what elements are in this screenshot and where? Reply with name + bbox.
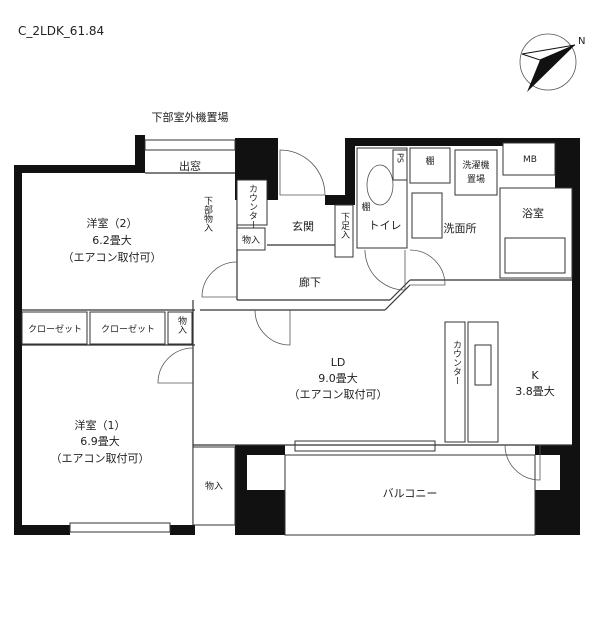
label-room2-name: 洋室（2） bbox=[87, 216, 138, 230]
label-kitchen-size: 3.8畳大 bbox=[515, 384, 555, 398]
label-bath: 浴室 bbox=[522, 206, 544, 220]
windows bbox=[69, 139, 536, 536]
label-ld-note: （エアコン取付可） bbox=[289, 388, 388, 401]
label-counter-entry: カウンター bbox=[247, 184, 258, 229]
label-washer-2: 置場 bbox=[467, 173, 485, 185]
label-hallway: 廊下 bbox=[299, 275, 321, 289]
label-closet-2: クローゼット bbox=[101, 323, 155, 335]
label-mb: MB bbox=[523, 155, 537, 165]
label-storage-bottom: 物入 bbox=[205, 480, 223, 492]
label-shelf-toilet: 棚 bbox=[361, 201, 370, 213]
label-room1-name: 洋室（1） bbox=[75, 418, 126, 432]
label-closet-1: クローゼット bbox=[28, 323, 82, 335]
label-room1-size: 6.9畳大 bbox=[80, 434, 120, 448]
label-counter-kitchen: カウンター bbox=[451, 340, 462, 385]
plan-title: C_2LDK_61.84 bbox=[18, 24, 104, 38]
label-room1-note: （エアコン取付可） bbox=[51, 452, 150, 465]
label-balcony: バルコニー bbox=[383, 487, 438, 500]
label-shoe-cabinet: 下足入 bbox=[339, 212, 350, 239]
label-ld-name: LD bbox=[331, 356, 346, 369]
label-room2-size: 6.2畳大 bbox=[92, 233, 132, 247]
label-outdoor-unit: 下部室外機置場 bbox=[152, 110, 229, 124]
label-bay-window: 出窓 bbox=[179, 159, 201, 173]
doors bbox=[157, 149, 541, 481]
label-storage-mid: 物入 bbox=[176, 315, 187, 334]
label-entrance: 玄関 bbox=[292, 219, 314, 233]
label-ps: PS bbox=[396, 153, 405, 163]
label-washer-1: 洗濯機 bbox=[462, 159, 489, 171]
label-storage-entry: 物入 bbox=[242, 234, 260, 246]
label-shelf: 棚 bbox=[425, 155, 434, 167]
north-arrow-icon: N bbox=[519, 33, 585, 92]
label-washroom: 洗面所 bbox=[444, 222, 477, 235]
label-lower-storage: 下部物入 bbox=[202, 196, 213, 232]
label-kitchen-name: K bbox=[531, 369, 539, 382]
label-room2-note: （エアコン取付可） bbox=[63, 251, 162, 264]
label-ld-size: 9.0畳大 bbox=[318, 371, 358, 385]
compass-label: N bbox=[578, 36, 585, 47]
walls bbox=[14, 135, 580, 535]
label-toilet: トイレ bbox=[369, 219, 402, 232]
interior-walls bbox=[21, 142, 573, 526]
